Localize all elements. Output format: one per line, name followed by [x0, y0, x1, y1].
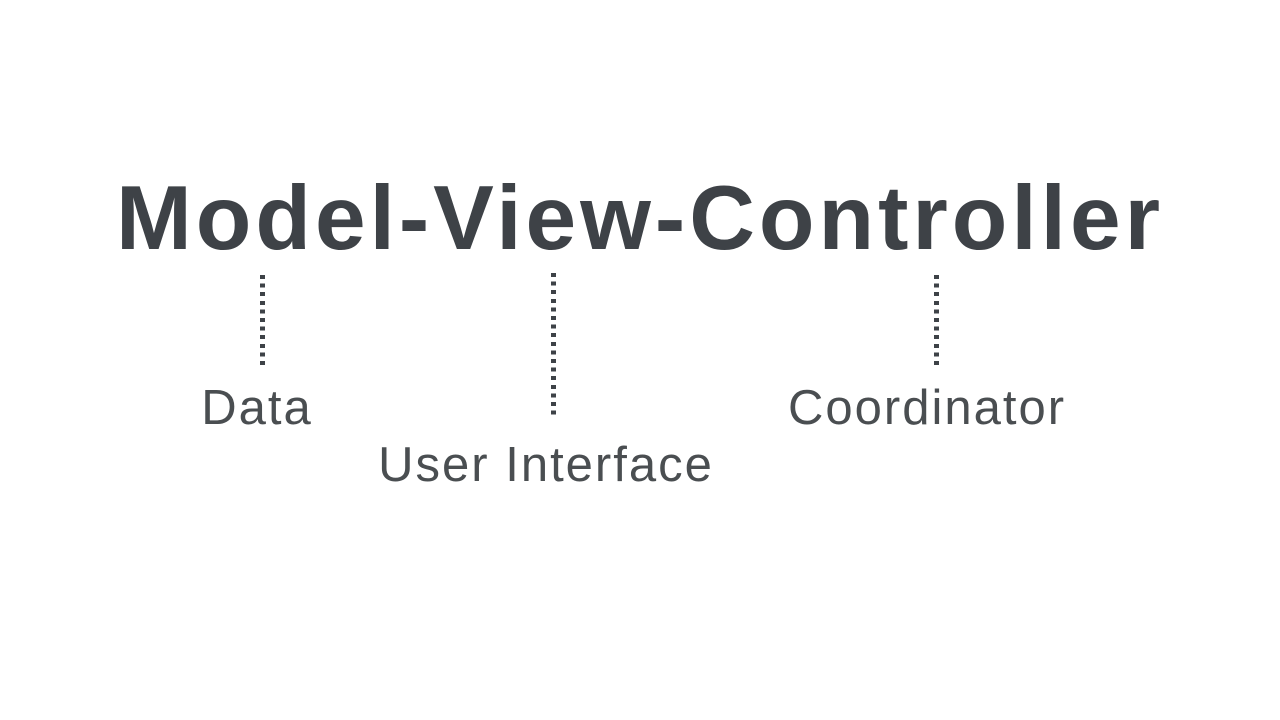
label-coordinator: Coordinator [787, 381, 1067, 435]
label-user-interface: User Interface [378, 438, 714, 492]
dotted-connector-controller-to-coordinator [934, 275, 939, 368]
page-title: Model-View-Controller [116, 168, 1164, 269]
dotted-connector-view-to-user-interface [551, 273, 556, 418]
label-data: Data [201, 381, 313, 435]
dotted-connector-model-to-data [260, 275, 265, 368]
